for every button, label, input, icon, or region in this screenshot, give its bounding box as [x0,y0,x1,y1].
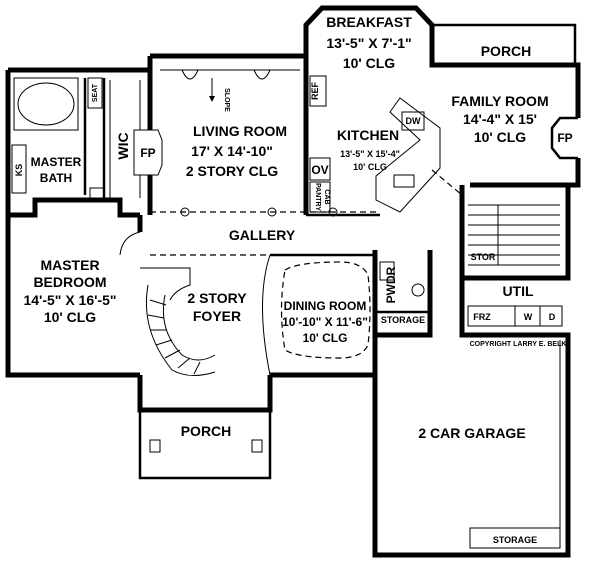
copyright: COPYRIGHT LARRY E. BELK [470,341,567,348]
fireplace-family-box [550,116,578,160]
living-room-title: LIVING ROOM [193,123,287,139]
pwdr-title: PWDR [384,266,398,303]
frz-label: FRZ [473,312,491,322]
breakfast-dims: 13'-5" X 7'-1" [326,35,411,51]
master-bedroom-dims: 14'-5" X 16'-5" [23,292,116,308]
kitchen-island [375,97,441,213]
ov-label: OV [311,163,328,177]
wall-family-right [470,158,581,188]
kitchen-arch [431,169,463,196]
tub [13,77,79,131]
wall-stair-block [459,185,571,281]
wall-family-top [429,60,581,118]
wall-porch-front [138,410,272,480]
slope-label: SLOPE [223,88,230,112]
tub-basin [17,82,75,126]
column-2 [267,207,277,217]
util-title: UTIL [502,283,534,299]
breakfast-clg: 10' CLG [343,55,395,71]
foyer-title-1: 2 STORY [187,290,247,306]
shower-seat [87,77,103,109]
wall-outer-left [5,70,140,378]
dining-room-title: DINING ROOM [284,299,367,313]
porch-rear-title: PORCH [481,43,532,59]
fireplace-living [133,129,163,176]
gallery-title: GALLERY [229,227,296,243]
stor-title: STOR [471,252,496,262]
porch-column-left [149,439,161,453]
family-room-title: FAMILY ROOM [451,93,548,109]
walls [5,5,581,558]
dishwasher [401,111,425,131]
foyer-title-2: FOYER [193,308,241,324]
dining-room-clg: 10' CLG [303,331,348,345]
master-bedroom-title-2: BEDROOM [33,274,106,290]
pwdr-sink [379,261,395,281]
pantry-label: PANTRY [314,183,321,211]
master-bath-title-1: MASTER [31,155,82,169]
storage-pwdr-title: STORAGE [381,315,425,325]
ref-label: REF [310,81,320,100]
rear-stairs [468,204,560,266]
fp-living-label: FP [140,146,155,160]
family-room-dims: 14'-4" X 15' [463,111,537,127]
living-doors [181,69,271,80]
slope-arrowhead [209,96,215,102]
dining-room-dims: 10'-10" X 11'-6" [282,315,368,329]
column-1 [180,207,190,217]
wall-porch-rear [432,23,577,65]
dw-label: DW [406,116,421,126]
porch-column-right [251,439,263,453]
master-bath-title-2: BATH [40,171,72,185]
sink [393,174,415,188]
living-room-dims: 17' X 14'-10" [191,143,273,159]
kitchen-clg: 10' CLG [353,162,387,172]
refrigerator [309,75,327,107]
dining-bay-left [262,254,271,376]
storage-garage-title: STORAGE [493,535,537,545]
wall-dining-right [270,335,378,378]
labels: BREAKFAST 13'-5" X 7'-1" 10' CLG PORCH F… [14,14,573,545]
ks-label: KS [14,164,24,177]
kitchen-dims: 13'-5" X 15'-4" [340,149,400,159]
master-bedroom-clg: 10' CLG [44,309,96,325]
foyer-stair [140,267,216,376]
fixtures [11,69,563,549]
wall-living-top [150,53,309,70]
dryer-label: D [549,312,556,322]
breakfast-title: BREAKFAST [326,14,412,30]
fp-family-label: FP [557,131,572,145]
master-bedroom-title-1: MASTER [40,257,99,273]
oven [309,157,331,181]
seat-label: SEAT [92,83,99,102]
living-room-clg: 2 STORY CLG [186,163,278,179]
family-room-clg: 10' CLG [474,129,526,145]
kitchen-title: KITCHEN [337,127,399,143]
wall-breakfast [303,5,435,70]
wall-foyer-bottom [137,375,273,413]
wall-pwdr [372,250,433,338]
wall-util [372,278,571,558]
bedroom-door-swing [119,231,141,256]
washer-label: W [524,312,533,322]
pwdr-toilet [411,283,425,297]
vanity-ks [11,144,27,194]
toilet [89,187,105,199]
garage-title: 2 CAR GARAGE [418,425,525,441]
cab-label: CAB [323,189,330,204]
porch-front-title: PORCH [181,423,232,439]
wall-bath-bottom [8,197,140,218]
wic-label: WIC [115,132,131,159]
pantry-cabinet [309,181,331,213]
